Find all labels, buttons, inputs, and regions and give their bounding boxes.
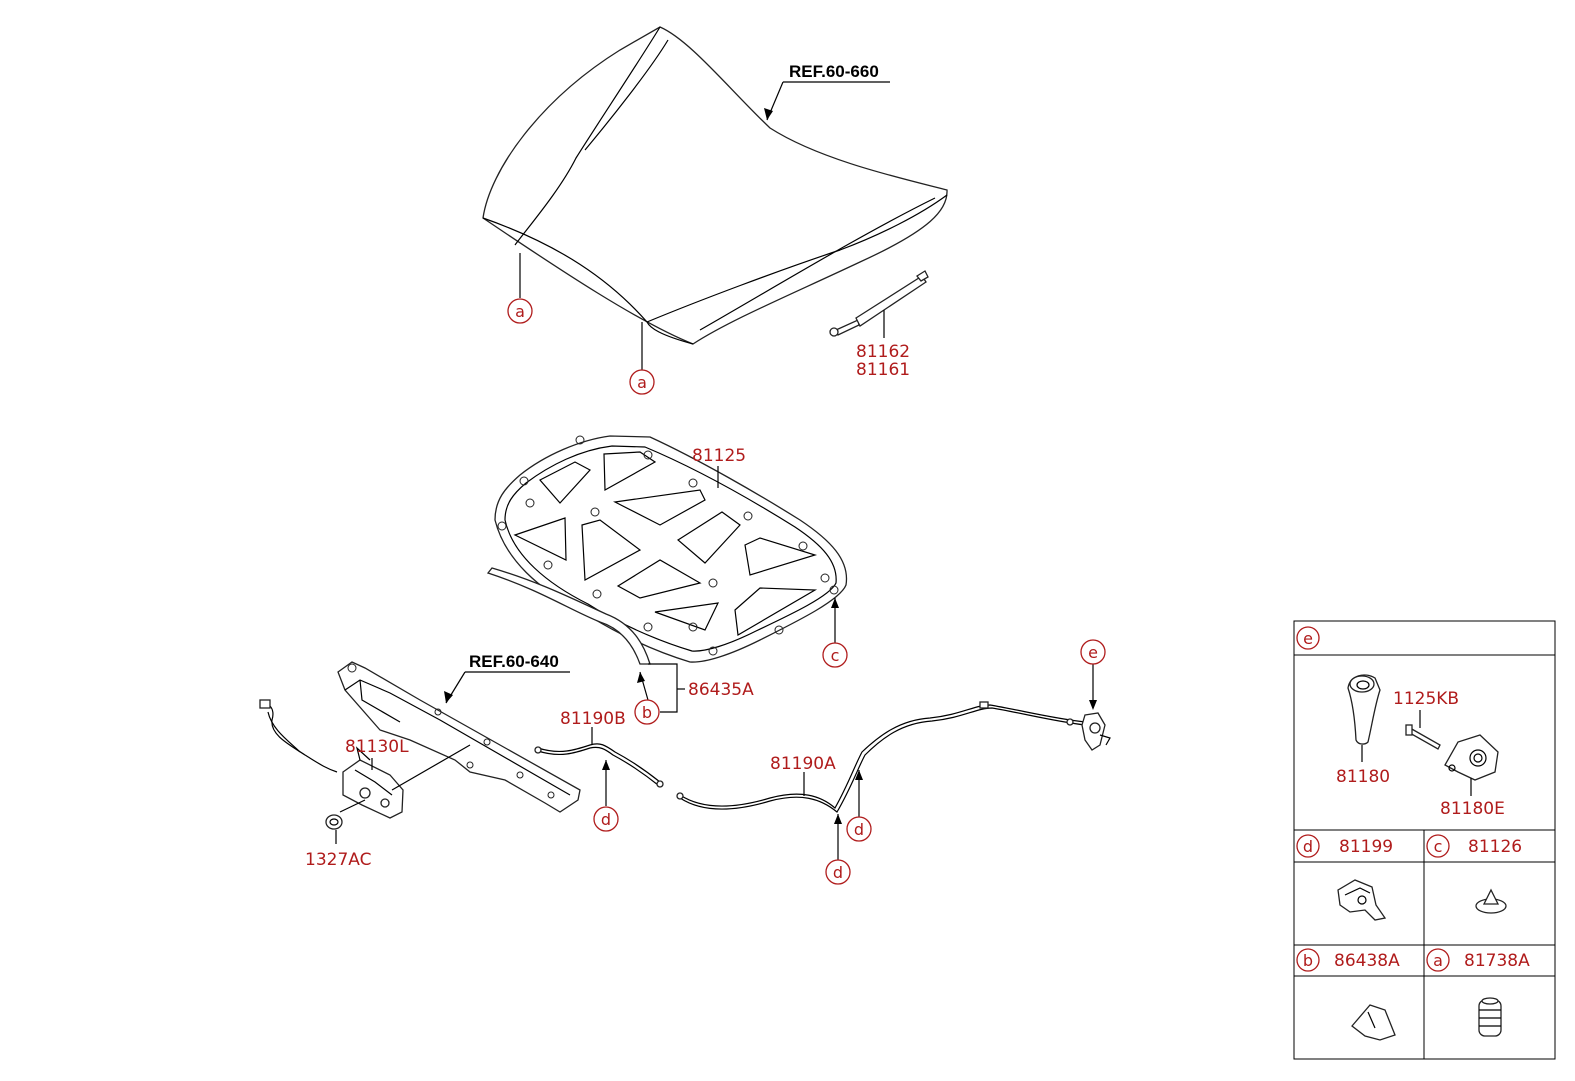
crossmember-bracket[interactable] <box>337 661 581 813</box>
svg-text:a: a <box>637 373 647 392</box>
latch-link-line <box>391 744 471 791</box>
part-number-bolt: 1327AC <box>305 850 371 870</box>
callout-a-left: a <box>507 298 533 324</box>
svg-text:a: a <box>1433 951 1443 970</box>
legend-b-part: 86438A <box>1334 951 1400 971</box>
callout-e: e <box>1080 639 1106 665</box>
svg-text:e: e <box>1303 629 1313 648</box>
release-handle[interactable] <box>1081 712 1111 751</box>
hood-panel[interactable] <box>482 26 948 345</box>
svg-text:c: c <box>831 646 840 665</box>
legend-c-part: 81126 <box>1468 837 1522 857</box>
legend-e-handle-illustration <box>1347 674 1381 745</box>
part-number-weatherstrip: 86435A <box>688 680 754 700</box>
legend-d-clip-illustration <box>1337 879 1387 921</box>
ref-crossmember-label: REF.60-640 <box>469 652 559 671</box>
legend-c-clip-illustration <box>1475 888 1507 914</box>
legend-c-header: c <box>1426 834 1450 858</box>
legend-e-part-bracket: 81180E <box>1440 799 1505 819</box>
svg-text:d: d <box>833 863 843 882</box>
part-number-latch: 81130L <box>345 737 409 757</box>
legend-b-header: b <box>1296 948 1320 972</box>
legend-d-header: d <box>1296 834 1320 858</box>
latch-wiring-harness <box>262 703 338 773</box>
ref-hood-label: REF.60-660 <box>789 62 879 81</box>
legend-a-part: 81738A <box>1464 951 1530 971</box>
svg-text:b: b <box>642 703 652 722</box>
latch-bolt[interactable] <box>325 814 343 830</box>
legend-e-part-handle: 81180 <box>1336 767 1390 787</box>
svg-text:c: c <box>1434 837 1443 856</box>
legend-e-header: e <box>1296 626 1320 650</box>
callout-d-cable-b: d <box>593 806 619 832</box>
legend-table <box>1293 620 1556 1060</box>
hood-lift-strut[interactable] <box>829 270 929 337</box>
svg-text:b: b <box>1303 951 1313 970</box>
legend-a-bumper-illustration <box>1478 997 1502 1037</box>
part-number-insulator: 81125 <box>692 446 746 466</box>
svg-text:e: e <box>1088 643 1098 662</box>
ref-crossmember-callout: REF.60-640 <box>444 652 570 704</box>
legend-b-clip-illustration <box>1351 1004 1396 1041</box>
callout-c: c <box>822 642 848 668</box>
legend-d-part: 81199 <box>1339 837 1393 857</box>
hood-insulator-pad[interactable] <box>494 435 848 663</box>
part-number-cable-b: 81190B <box>560 709 626 729</box>
svg-text:d: d <box>601 810 611 829</box>
part-number-strut-b: 81161 <box>856 360 910 380</box>
legend-e-bolt-illustration <box>1405 724 1441 750</box>
latch-bolt-line <box>339 799 366 813</box>
legend-e-bracket-illustration <box>1444 734 1499 781</box>
legend-a-header: a <box>1426 948 1450 972</box>
release-cable-a[interactable] <box>676 701 1086 813</box>
callout-d-cable-a: d <box>825 859 851 885</box>
callout-b: b <box>634 699 660 725</box>
callout-d-cable-a2: d <box>846 816 872 842</box>
hood-latch[interactable] <box>342 746 404 819</box>
svg-text:d: d <box>1303 837 1313 856</box>
part-number-strut-a: 81162 <box>856 342 910 362</box>
svg-text:d: d <box>854 820 864 839</box>
legend-e-part-bolt: 1125KB <box>1393 689 1459 709</box>
part-number-cable-a: 81190A <box>770 754 836 774</box>
ref-hood-callout: REF.60-660 <box>764 62 890 121</box>
leader-weatherstrip-bracket <box>648 663 678 713</box>
svg-text:a: a <box>515 302 525 321</box>
callout-a-center: a <box>629 369 655 395</box>
release-cable-b[interactable] <box>534 743 664 788</box>
harness-connector <box>259 699 271 709</box>
